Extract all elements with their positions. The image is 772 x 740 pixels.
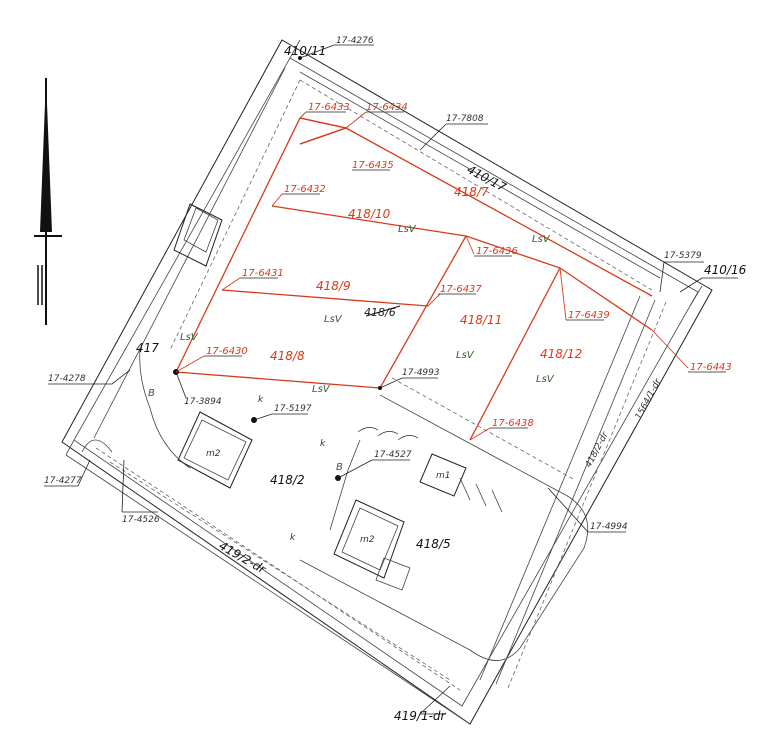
road-1564: 1564/1-dr (634, 376, 664, 421)
point-6432: 17-6432 (284, 184, 326, 195)
point-4278: 17-4278 (48, 374, 86, 384)
landuse-lsv-5: LsV (536, 374, 555, 385)
landuse-b-2: B (336, 462, 343, 473)
point-6434: 17-6434 (366, 102, 408, 113)
parcel-418-8: 418/8 (270, 349, 305, 363)
parcel-417: 417 (136, 341, 159, 355)
point-4526: 17-4526 (122, 515, 160, 525)
point-7808: 17-7808 (446, 114, 484, 124)
point-4527: 17-4527 (374, 450, 412, 460)
leader-lines (44, 44, 738, 715)
point-4993: 17-4993 (402, 368, 440, 378)
point-5197: 17-5197 (274, 404, 312, 414)
new-parcel-lines (175, 117, 653, 441)
landuse-lsv-4: LsV (456, 350, 475, 361)
point-4994: 17-4994 (590, 522, 628, 532)
point-6435: 17-6435 (352, 160, 394, 171)
building-label-m2-left: m2 (206, 449, 221, 459)
landuse-lsv-6: LsV (312, 384, 331, 395)
point-6438: 17-6438 (492, 418, 534, 429)
leader-lines-red (175, 111, 689, 441)
k-label-3: k (290, 533, 296, 543)
landuse-lsv-1: LsV (398, 224, 417, 235)
point-4276: 17-4276 (336, 36, 374, 46)
parcel-418-2: 418/2 (270, 473, 305, 487)
point-6443: 17-6443 (690, 362, 732, 373)
parcel-410-11: 410/11 (284, 44, 326, 58)
point-5379: 17-5379 (664, 251, 702, 261)
site-boundary (61, 39, 713, 725)
point-6436: 17-6436 (476, 246, 518, 257)
driveway (299, 377, 589, 661)
north-arrow-icon (34, 78, 62, 325)
landuse-lsv-3: LsV (324, 314, 343, 325)
point-6433: 17-6433 (308, 102, 350, 113)
point-6431: 17-6431 (242, 268, 284, 279)
label-underlines (204, 111, 726, 429)
garden-structures (81, 347, 503, 513)
k-label-2: k (258, 395, 264, 405)
point-3894: 17-3894 (184, 397, 222, 407)
building-m1 (419, 453, 467, 497)
k-label: k (320, 439, 326, 449)
landuse-lsv-7: LsV (180, 332, 199, 343)
building-label-m2-right: m2 (360, 535, 375, 545)
parcel-418-10: 418/10 (348, 207, 391, 221)
parcel-418-9: 418/9 (316, 279, 351, 293)
road-418-2: 418/2-dr (584, 429, 612, 469)
point-6430: 17-6430 (206, 346, 248, 357)
point-6439: 17-6439 (568, 310, 610, 321)
parcel-418-11: 418/11 (460, 313, 502, 327)
parcel-418-7: 418/7 (454, 185, 489, 199)
landuse-lsv-2: LsV (532, 234, 551, 245)
landuse-b: B (148, 388, 155, 399)
strike-line (365, 305, 401, 317)
point-6437: 17-6437 (440, 284, 482, 295)
parcel-418-6: 418/6 (364, 306, 396, 319)
building-m2-right (333, 499, 411, 591)
parcel-410-16: 410/16 (704, 263, 747, 277)
road-419-1: 419/1-dr (394, 709, 447, 723)
point-4277: 17-4277 (44, 476, 82, 486)
building-m2-left (177, 411, 253, 489)
building-label-m1: m1 (436, 471, 451, 481)
parcel-418-5: 418/5 (416, 537, 451, 551)
shed-left (173, 203, 223, 267)
parcel-418-12: 418/12 (540, 347, 582, 361)
